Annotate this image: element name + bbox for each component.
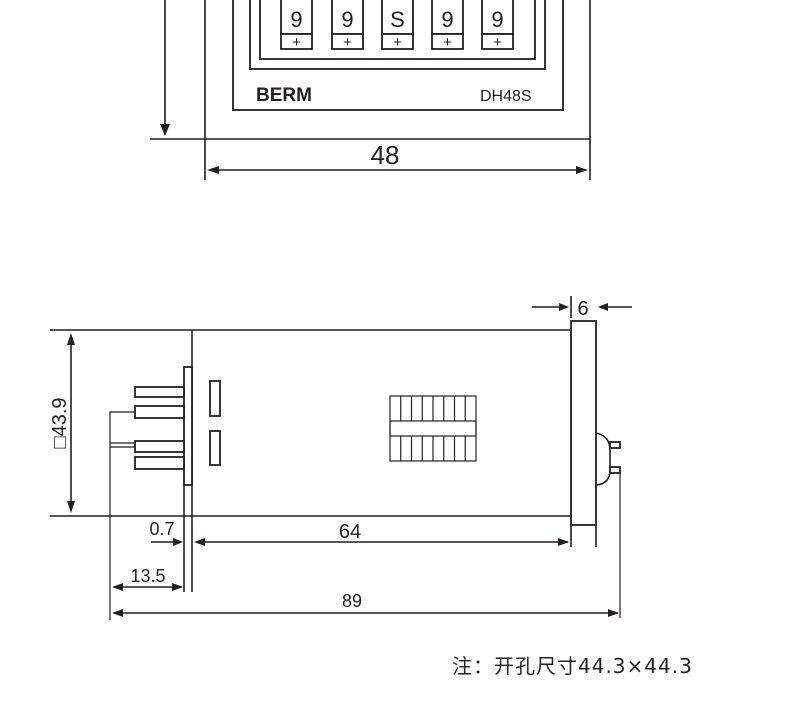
digit-switch: S+: [381, 0, 414, 51]
model-label: DH48S: [480, 88, 532, 105]
digit-switch: 9+: [331, 0, 364, 51]
plus-icon: +: [443, 34, 452, 51]
side-view: □43.9 6: [49, 296, 632, 620]
height-dim-label: □43.9: [49, 397, 71, 448]
digit-value: S: [390, 7, 405, 32]
front-view: 9+9+S+9+9+ BERM DH48S 48: [150, 0, 591, 180]
digit-value: 9: [441, 7, 453, 32]
total-length-dimension: 89: [112, 591, 619, 617]
brand-label: BERM: [256, 85, 312, 106]
front-thickness-dimension: 6: [532, 296, 632, 320]
knob: [595, 432, 611, 486]
height-arrow: [160, 0, 170, 136]
body-length-dimension: 64: [194, 521, 569, 546]
plate-dim-label: 0.7: [149, 519, 174, 539]
pin-length-label: 13.5: [130, 566, 165, 586]
digit-switch: 9+: [431, 0, 464, 51]
digit-switch: 9+: [280, 0, 313, 51]
total-length-label: 89: [342, 591, 362, 611]
plus-icon: +: [343, 34, 352, 51]
digit-value: 9: [491, 7, 503, 32]
width-dim-label: 48: [371, 140, 400, 170]
plate-dimension: 0.7: [149, 519, 183, 546]
plus-icon: +: [292, 34, 301, 51]
mounting-plate: [183, 366, 193, 486]
slot: [209, 430, 221, 466]
pin-length-dimension: 13.5: [112, 566, 183, 591]
digit-value: 9: [290, 7, 302, 32]
vent-grille: [389, 395, 477, 462]
slot: [209, 380, 221, 417]
height-dimension: □43.9: [49, 333, 75, 513]
plus-icon: +: [393, 34, 402, 51]
digit-switch: 9+: [481, 0, 514, 51]
pins: [134, 386, 185, 470]
digit-value: 9: [341, 7, 353, 32]
width-dimension: 48: [207, 140, 588, 174]
front-panel: [570, 320, 597, 526]
body-length-label: 64: [339, 521, 361, 543]
front-thickness-label: 6: [577, 298, 588, 320]
plus-icon: +: [493, 34, 502, 51]
cutout-note: 注：开孔尺寸44.3×44.3: [452, 654, 693, 678]
